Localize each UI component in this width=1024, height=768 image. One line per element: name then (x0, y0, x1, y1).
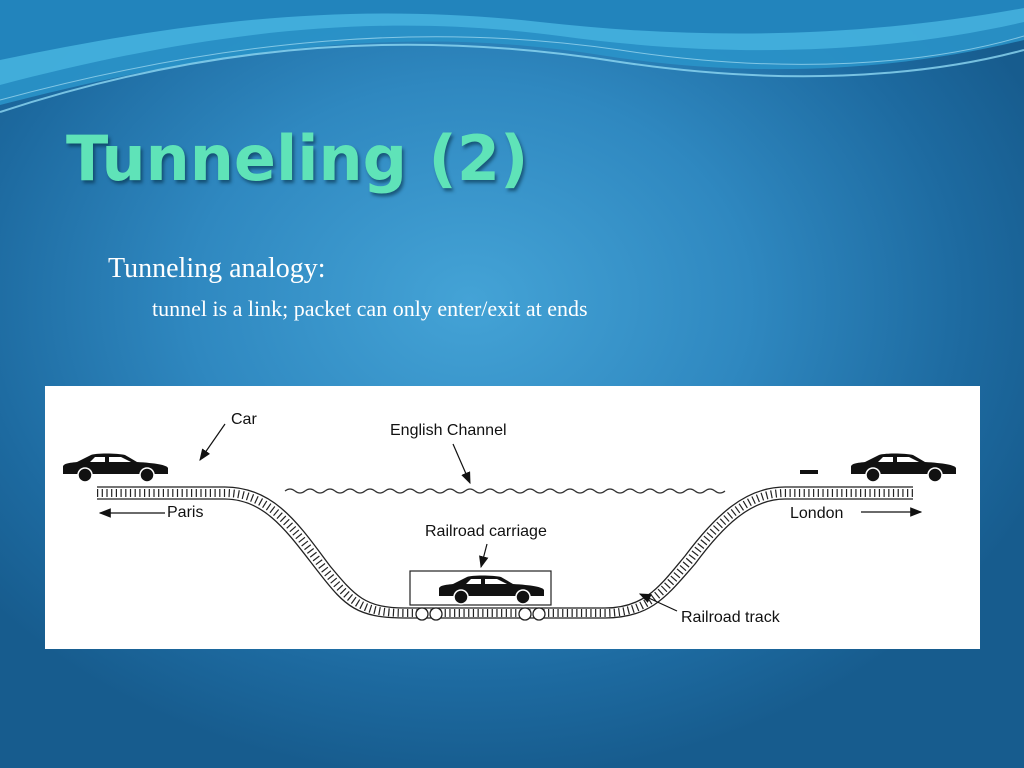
label-car: Car (231, 411, 257, 428)
slide-title: Tunneling (2) (66, 122, 529, 195)
label-english-channel: English Channel (390, 422, 507, 439)
header-wave-decoration (0, 0, 1024, 113)
car-london-side (850, 452, 957, 483)
bullet-sub: tunnel is a link; packet can only enter/… (152, 296, 588, 321)
railroad-carriage (409, 570, 552, 621)
carriage-pointer (479, 543, 489, 569)
label-london: London (790, 505, 843, 522)
label-railroad-track: Railroad track (681, 609, 781, 626)
track-pointer (638, 593, 678, 612)
tunnel-analogy-figure: Car English Channel Paris London Railroa… (45, 386, 980, 649)
railroad-track (97, 486, 913, 619)
car-pointer (199, 423, 226, 461)
bullet-main: Tunneling analogy: (108, 253, 326, 284)
channel-pointer (452, 443, 471, 485)
dash-mark (800, 470, 818, 474)
label-railroad-carriage: Railroad carriage (425, 523, 547, 540)
channel-water (284, 488, 726, 494)
label-paris: Paris (167, 504, 203, 521)
car-paris-side (62, 452, 169, 483)
